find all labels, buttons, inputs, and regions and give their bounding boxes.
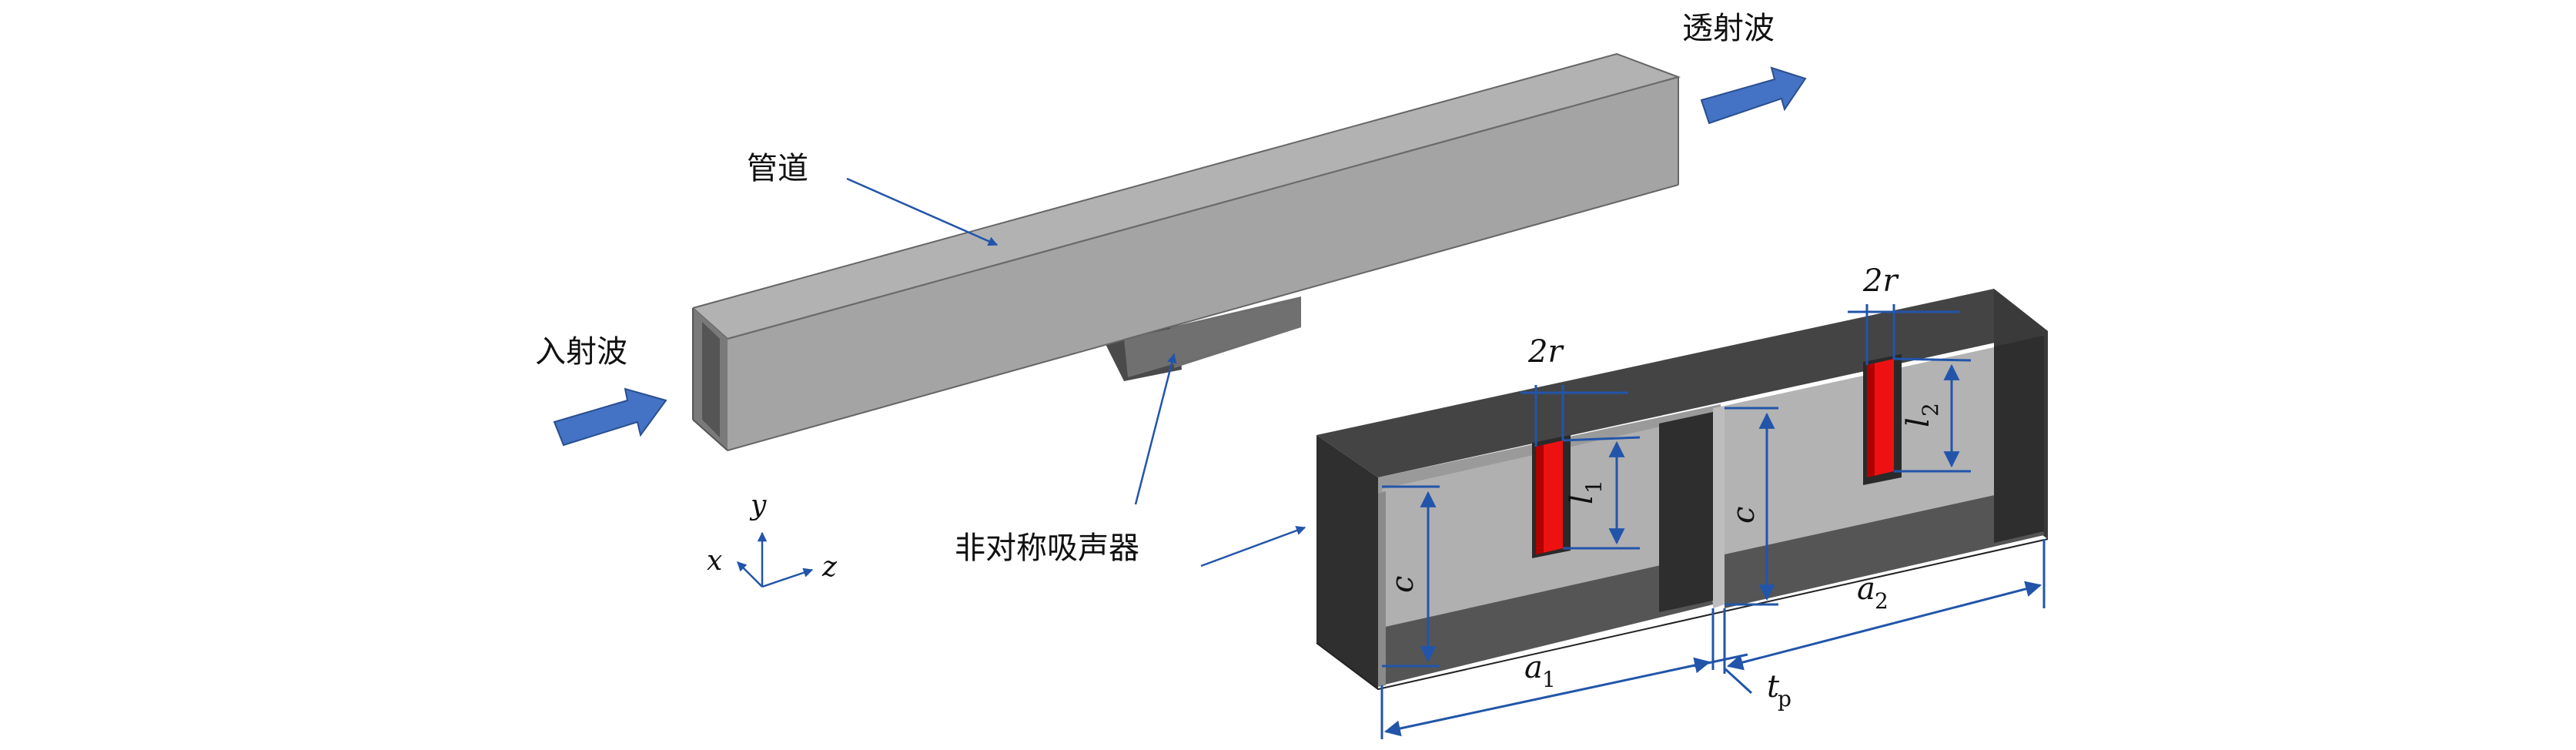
dimension-annotations <box>1380 304 2046 739</box>
axis-z-label: z <box>821 551 838 583</box>
cavity1-right-wall <box>1659 412 1713 612</box>
svg-text:p: p <box>1778 686 1791 711</box>
dim-c-left-label: c <box>1385 576 1420 593</box>
incident-wave-arrow <box>553 387 667 447</box>
dim-a2-label: a 2 <box>1857 571 1889 614</box>
dim-tp-label: t p <box>1767 669 1791 711</box>
pipe-leader-line <box>846 177 999 246</box>
cavity2-right-wall <box>1994 336 2044 543</box>
box-top-face <box>1316 289 2048 477</box>
dim-l2-label: l 2 <box>1901 403 1943 427</box>
coordinate-axes: y x z <box>707 490 838 588</box>
absorber-box <box>1316 289 2049 691</box>
pipe-top-face <box>693 54 1678 339</box>
neck2-tube-shade <box>1867 363 1875 477</box>
dim-2r-neck2: 2r <box>1862 263 1899 299</box>
svg-text:1: 1 <box>1542 667 1556 692</box>
transmitted-wave-arrow <box>1700 66 1807 125</box>
svg-text:t: t <box>1767 669 1780 705</box>
axis-x-label: x <box>707 545 722 577</box>
svg-text:2: 2 <box>1918 403 1943 417</box>
absorber-leader-line-right <box>1200 526 1306 568</box>
svg-text:l: l <box>1901 417 1936 427</box>
neck1-tube-shade <box>1536 445 1544 554</box>
pipe-ridge <box>727 76 1679 340</box>
svg-text:1: 1 <box>1581 480 1607 494</box>
cavity2-floor <box>1725 485 2044 608</box>
pipe-open-end-inner <box>702 322 720 437</box>
svg-text:a: a <box>1524 650 1543 685</box>
cavity1-left-wall <box>1378 491 1386 687</box>
box-outline <box>1316 538 2049 691</box>
pipe-front-face <box>728 77 1678 450</box>
cavity1-floor <box>1382 554 1713 685</box>
incident-wave-label: 入射波 <box>535 334 627 370</box>
svg-text:a: a <box>1857 571 1875 607</box>
dim-c-right-label: c <box>1726 507 1761 524</box>
pipe-bottom-edge <box>727 184 1679 451</box>
absorber-leader-line-up <box>1134 353 1177 505</box>
svg-text:c: c <box>1385 576 1420 593</box>
svg-text:c: c <box>1726 507 1761 524</box>
dim-l1-label: l 1 <box>1564 480 1607 504</box>
partition-wall <box>1713 406 1725 608</box>
svg-text:2: 2 <box>1875 588 1889 614</box>
svg-text:l: l <box>1564 494 1600 504</box>
axis-y-label: y <box>749 490 767 521</box>
absorber-label: 非对称吸声器 <box>955 531 1139 566</box>
box-left-face <box>1316 435 1378 689</box>
dim-a1-label: a 1 <box>1524 650 1556 692</box>
transmitted-wave-label: 透射波 <box>1682 11 1775 46</box>
pipe-assembly <box>692 52 1681 451</box>
pipe-label: 管道 <box>747 151 808 186</box>
dim-2r-neck1: 2r <box>1527 334 1564 370</box>
